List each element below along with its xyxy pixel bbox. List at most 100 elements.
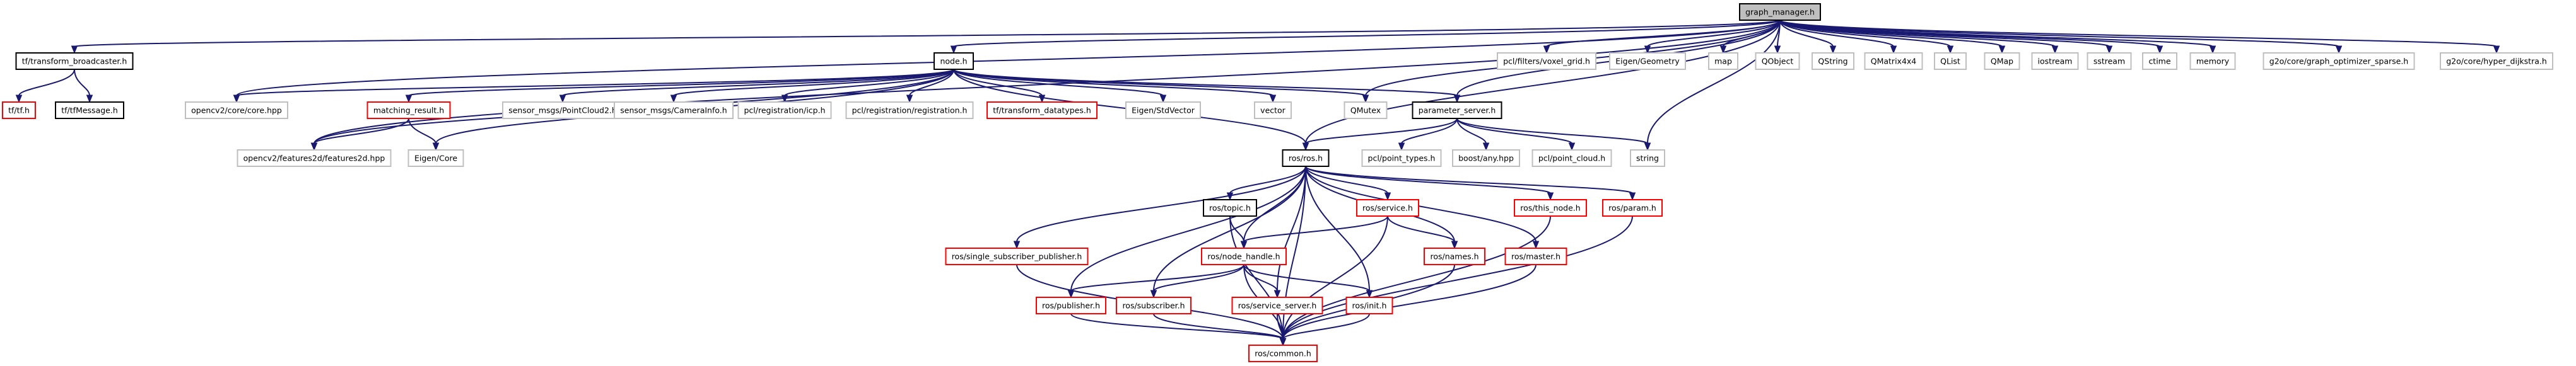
node-pointcloud2[interactable]: sensor_msgs/PointCloud2.h [502,101,623,119]
node-tf-datatypes[interactable]: tf/transform_datatypes.h [986,101,1098,119]
node-opencv-features2d[interactable]: opencv2/features2d/features2d.hpp [237,149,392,167]
node-ros-single-sub[interactable]: ros/single_subscriber_publisher.h [945,248,1089,265]
edge-parameter-server-to-pcl-point-types [1398,118,1458,151]
node-box [1984,52,2020,70]
node-label: ros/single_subscriber_publisher.h [952,252,1082,261]
edge-node-h-to-pcl-icp [781,69,954,103]
node-ros-param[interactable]: ros/param.h [1602,199,1663,217]
node-box [1424,248,1485,265]
node-node-h[interactable]: node.h [934,52,974,70]
node-label: sensor_msgs/PointCloud2.h [508,106,617,115]
node-boost-any[interactable]: boost/any.hpp [1452,149,1520,167]
edge-line [1456,118,1487,144]
node-eigen-stdvector[interactable]: Eigen/StdVector [1125,101,1201,119]
edge-line [1016,166,1306,243]
node-label: ros/subscriber.h [1122,301,1185,311]
edge-arrowhead [2209,45,2216,54]
node-ros-node-handle[interactable]: ros/node_handle.h [1201,248,1287,265]
node-box [1248,345,1318,362]
node-ros-master[interactable]: ros/master.h [1504,248,1567,265]
edge-line [1777,20,1781,47]
node-label: ros/common.h [1255,349,1311,358]
node-ros-this-node[interactable]: ros/this_node.h [1514,199,1587,217]
node-ros-subscriber[interactable]: ros/subscriber.h [1116,297,1191,314]
edge-line [1229,166,1306,194]
node-tf-broadcaster[interactable]: tf/transform_broadcaster.h [15,52,134,70]
node-label: Eigen/StdVector [1132,106,1195,115]
node-pcl-registration[interactable]: pcl/registration/registration.h [845,101,974,119]
node-qstring[interactable]: QString [1812,52,1854,70]
edge-line [1070,313,1284,340]
node-tf-tf[interactable]: tf/tf.h [2,101,36,119]
node-tf-message[interactable]: tf/tfMessage.h [55,101,124,119]
node-opencv-core[interactable]: opencv2/core/core.hpp [185,101,288,119]
node-ctime[interactable]: ctime [2142,52,2177,70]
node-box [1356,199,1419,217]
node-g2o-dijkstra[interactable]: g2o/core/hyper_dijkstra.h [2440,52,2553,70]
node-box [1452,149,1520,167]
node-qmap[interactable]: QMap [1984,52,2020,70]
edge-graph-manager-to-ros-ros [1302,20,1781,151]
node-memory[interactable]: memory [2189,52,2236,70]
edge-graph-manager-to-g2o-dijkstra [1779,20,2500,54]
node-vector[interactable]: vector [1254,101,1292,119]
node-pcl-point-types[interactable]: pcl/point_types.h [1361,149,1442,167]
node-map[interactable]: map [1708,52,1738,70]
node-ros-ros[interactable]: ros/ros.h [1282,149,1330,167]
node-ros-service-server[interactable]: ros/service_server.h [1231,297,1323,314]
node-sstream[interactable]: sstream [2087,52,2132,70]
edge-arrowhead [781,94,788,103]
edge-arrowhead [310,142,318,151]
edge-ros-node-handle-to-ros-service-server [1243,264,1281,299]
node-string[interactable]: string [1630,149,1665,167]
node-pcl-point-cloud[interactable]: pcl/point_cloud.h [1531,149,1612,167]
node-box [1812,52,1854,70]
node-ros-topic[interactable]: ros/topic.h [1203,199,1257,217]
edge-line [1779,20,1951,47]
nodes-layer: graph_manager.h tf/transform_broadcaster.… [2,3,2553,362]
node-eigen-geometry[interactable]: Eigen/Geometry [1609,52,1686,70]
edge-ros-ros-to-ros-service [1305,166,1391,201]
node-ros-init[interactable]: ros/init.h [1345,297,1393,314]
node-ros-names[interactable]: ros/names.h [1424,248,1485,265]
node-ros-service[interactable]: ros/service.h [1356,199,1419,217]
edge-arrowhead [1947,45,1954,54]
node-iostream[interactable]: iostream [2031,52,2079,70]
node-qmatrix4x4[interactable]: QMatrix4x4 [1864,52,1923,70]
node-label: ros/init.h [1352,301,1387,311]
node-box [1755,52,1800,70]
node-parameter-server[interactable]: parameter_server.h [1412,101,1502,119]
node-ros-common[interactable]: ros/common.h [1248,345,1318,362]
node-matching-result[interactable]: matching_result.h [366,101,451,119]
edge-arrowhead [15,94,23,103]
node-qmutex[interactable]: QMutex [1344,101,1388,119]
node-box [1203,199,1257,217]
edge-ros-ros-to-ros-master [1305,166,1540,249]
edge-parameter-server-to-ros-ros [1302,118,1458,151]
edge-node-h-to-vector [953,69,1277,103]
node-box [1231,297,1323,314]
node-pcl-voxel[interactable]: pcl/filters/voxel_grid.h [1497,52,1596,70]
node-pcl-icp[interactable]: pcl/registration/icp.h [737,101,832,119]
node-eigen-core[interactable]: Eigen/Core [407,149,464,167]
node-camerainfo[interactable]: sensor_msgs/CameraInfo.h [614,101,734,119]
edge-parameter-server-to-string [1456,118,1651,151]
edge-matching-result-to-opencv-features2d [310,118,409,151]
edge-graph-manager-to-memory [1779,20,2216,54]
node-box [845,101,974,119]
node-qlist[interactable]: QList [1934,52,1967,70]
edge-line [1282,264,1537,340]
edge-arrowhead [2156,45,2163,54]
node-graph-manager[interactable]: graph_manager.h [1739,3,1821,21]
edge-line [1153,313,1284,340]
node-box [1412,101,1502,119]
edge-arrowhead [86,94,93,103]
node-label: ros/node_handle.h [1207,252,1280,261]
node-g2o-sparse[interactable]: g2o/core/graph_optimizer_sparse.h [2263,52,2415,70]
edge-arrowhead [1362,94,1369,103]
node-box [1602,199,1663,217]
node-qobject[interactable]: QObject [1755,52,1800,70]
node-ros-publisher[interactable]: ros/publisher.h [1036,297,1106,314]
edge-ros-ros-to-ros-this-node [1305,166,1554,201]
node-label: ros/service_server.h [1238,301,1317,311]
